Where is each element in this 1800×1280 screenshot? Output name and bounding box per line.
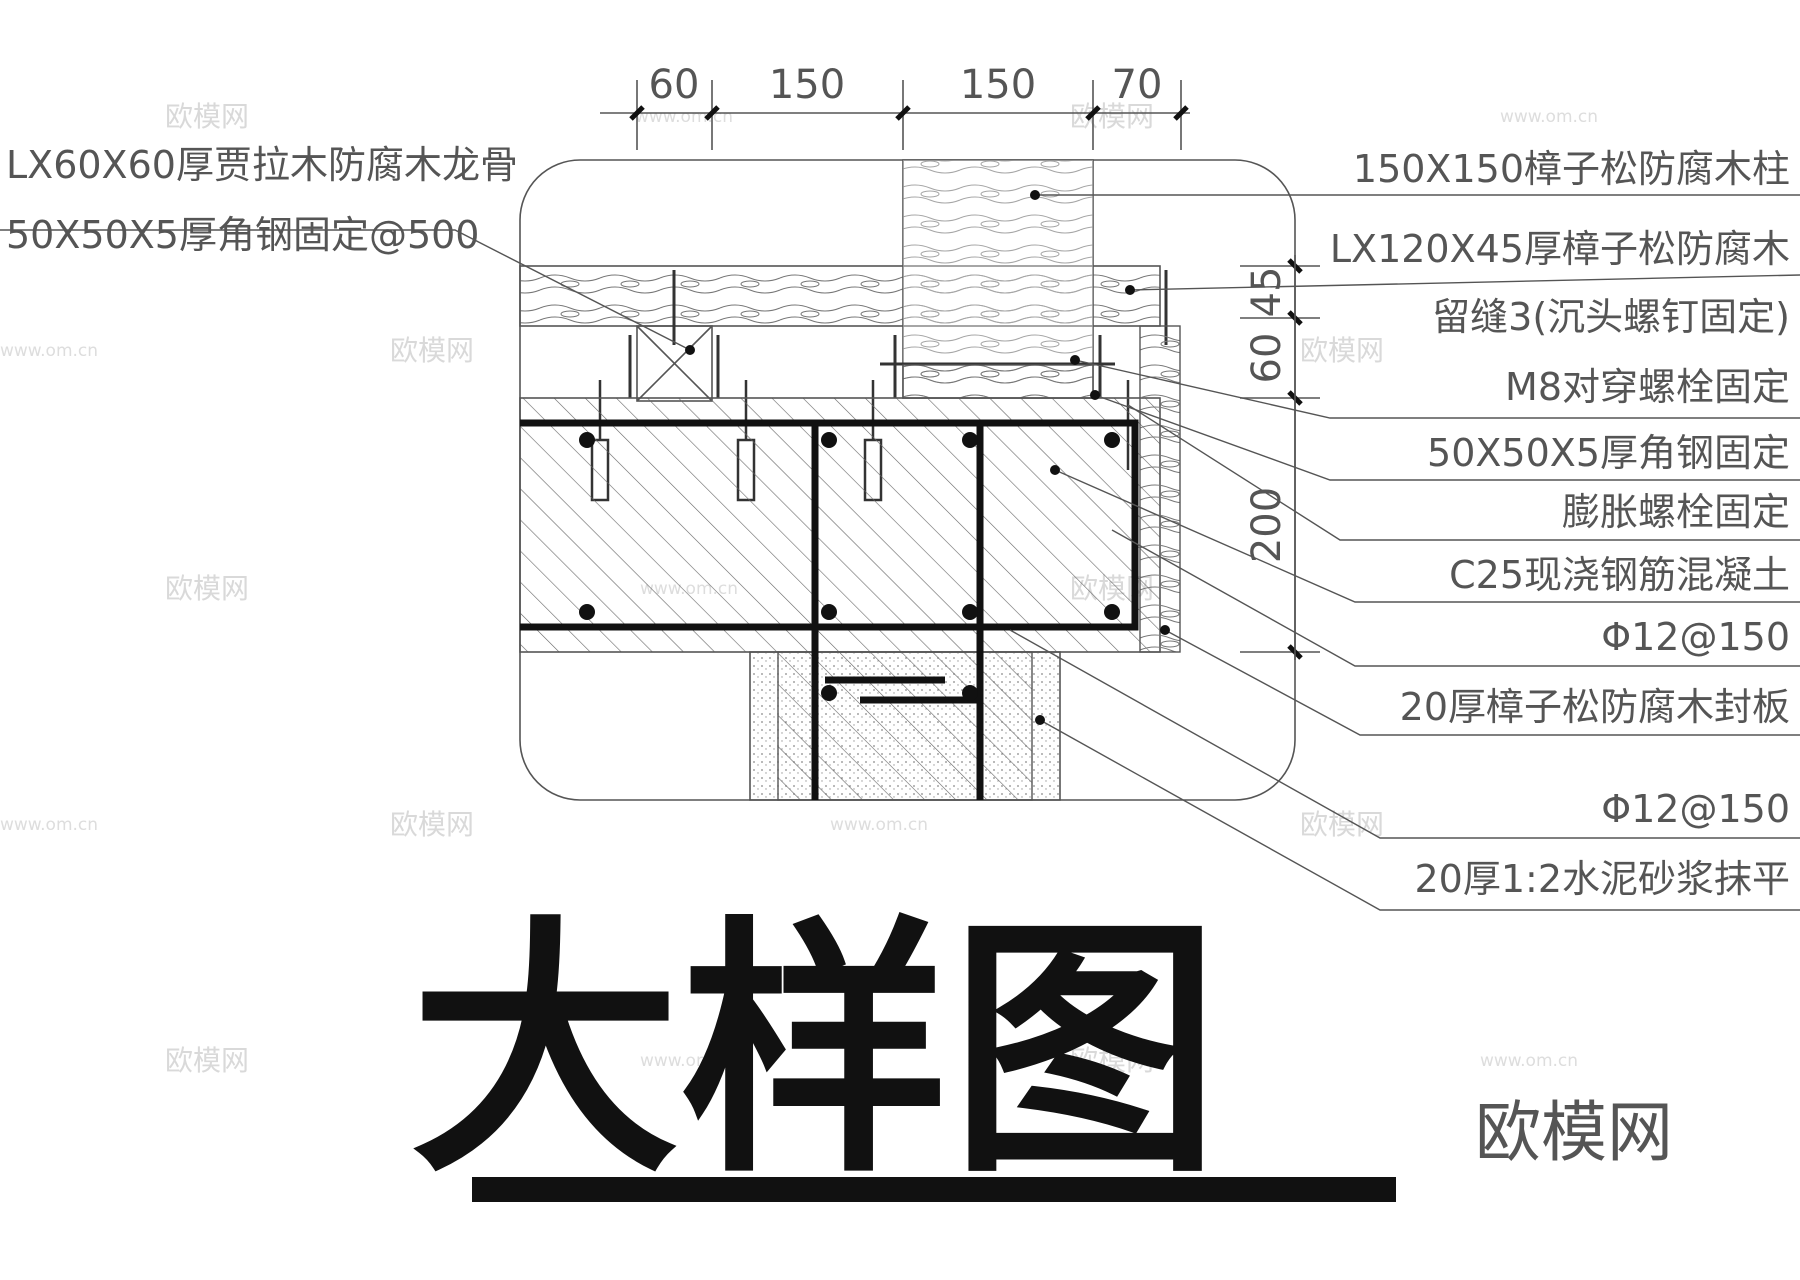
rebar-slab: [520, 419, 1139, 631]
label-joist: LX60X60厚贾拉木防腐木龙骨: [6, 143, 518, 187]
concrete-slab: [519, 397, 1161, 653]
watermark-site: www.om.cn: [1480, 1051, 1578, 1071]
watermark-brand: 欧模网: [165, 572, 249, 605]
watermark-site: www.om.cn: [640, 1051, 738, 1071]
wood-post: [902, 159, 1094, 399]
rebar-column: [811, 423, 984, 800]
watermark-brand: 欧模网: [390, 334, 474, 367]
drawing-title: 大样图: [410, 894, 1220, 1209]
watermark-brand: 欧模网: [390, 808, 474, 841]
label-expansion-bolt: 膨胀螺栓固定: [1562, 490, 1790, 534]
brand-logo: 欧模网: [1475, 1094, 1673, 1171]
label-angle-steel-500: 50X50X5厚角钢固定@500: [6, 213, 479, 257]
watermark-brand: 欧模网: [1070, 1044, 1154, 1077]
watermark-brand: 欧模网: [1300, 808, 1384, 841]
label-through-bolt: M8对穿螺栓固定: [1505, 365, 1790, 409]
watermark-site: www.om.cn: [635, 107, 733, 127]
leader-lines: [0, 190, 1800, 911]
watermark-brand: 欧模网: [1300, 334, 1384, 367]
angle-steel: [893, 335, 1102, 398]
title-underline: [472, 1177, 1396, 1202]
watermark-site: www.om.cn: [0, 815, 98, 835]
watermark-brand: 欧模网: [165, 100, 249, 133]
dim-top-2: 150: [769, 62, 845, 108]
rebar-stirrup: [825, 676, 980, 704]
dim-top-4: 70: [1112, 62, 1163, 108]
dim-top-3: 150: [960, 62, 1036, 108]
label-angle-steel: 50X50X5厚角钢固定: [1427, 431, 1790, 475]
watermark-site: www.om.cn: [1500, 107, 1598, 127]
watermark-site: www.om.cn: [0, 341, 98, 361]
label-deck-board: LX120X45厚樟子松防腐木: [1330, 227, 1790, 271]
label-mortar: 20厚1:2水泥砂浆抹平: [1414, 857, 1790, 901]
side-board: [1139, 325, 1181, 653]
watermark-brand: 欧模网: [1070, 100, 1154, 133]
label-concrete: C25现浇钢筋混凝土: [1449, 553, 1790, 597]
rebar-dots: [579, 432, 1120, 701]
dim-right-2: 60: [1244, 333, 1290, 384]
right-dimension: 45 60 200: [1240, 255, 1320, 660]
dim-right-3: 200: [1244, 487, 1290, 563]
top-dimension: 60 150 150 70: [600, 62, 1190, 150]
dim-top-1: 60: [649, 62, 700, 108]
watermark-brand: 欧模网: [165, 1044, 249, 1077]
label-rebar-2: Φ12@150: [1601, 787, 1790, 831]
label-gap-screw: 留缝3(沉头螺钉固定): [1432, 295, 1790, 339]
label-rebar-1: Φ12@150: [1601, 615, 1790, 659]
section-detail: [519, 159, 1296, 801]
label-cover-board: 20厚樟子松防腐木封板: [1400, 685, 1790, 729]
label-post: 150X150樟子松防腐木柱: [1353, 147, 1790, 191]
angle-steel: [628, 335, 720, 398]
dim-right-1: 45: [1244, 267, 1290, 318]
watermark-site: www.om.cn: [830, 815, 928, 835]
